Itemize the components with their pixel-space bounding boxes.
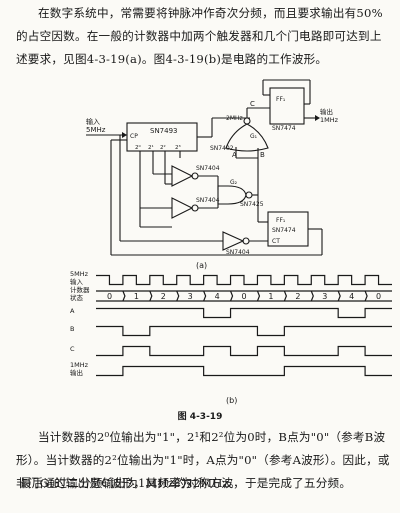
wave-row-label: 1MHz <box>70 361 89 369</box>
wave-row-label: 输入 <box>70 277 84 286</box>
bit-label-1: 2¹ <box>148 144 154 151</box>
caption-a: (a) <box>196 261 207 270</box>
wave-row-label: A <box>70 307 75 315</box>
output-label-2: 1MHz <box>320 116 339 124</box>
wave-counter-edge <box>176 290 180 302</box>
wave-row-label: B <box>70 325 74 333</box>
inverter-2-label: SN7404 <box>196 197 220 204</box>
gate-g1-chip: SN7402 <box>210 145 234 152</box>
wave-counter-edge <box>310 290 314 302</box>
wave-counter-edge <box>256 290 261 302</box>
bit-label-0: 2⁰ <box>135 144 141 151</box>
wave-counter-edge <box>337 290 341 302</box>
bit-label-2: 2² <box>160 144 166 151</box>
wave-row-label: 输出 <box>70 368 83 377</box>
input-label-1: 输入 <box>86 117 100 126</box>
cp-pin: CP <box>130 133 138 140</box>
wave-counter-edge <box>283 290 288 302</box>
figure-caption: 图 4-3-19 <box>177 412 223 422</box>
wave-row-label: 5MHz <box>70 270 89 278</box>
circuit-diagram <box>86 79 323 256</box>
bit-label-3: 2³ <box>175 144 181 151</box>
counter-state: 4 <box>215 292 220 301</box>
wave-counter-edge <box>122 290 126 302</box>
caption-b: (b) <box>226 396 237 405</box>
ff-top-label: FF₁ <box>276 96 286 103</box>
counter-state: 3 <box>188 292 193 301</box>
ff-bottom-label: FF₁ <box>276 217 286 224</box>
counter-state: 3 <box>322 292 327 301</box>
point-b: B <box>260 151 265 159</box>
wave-row-label: 计数器 <box>70 285 90 294</box>
counter-state: 0 <box>376 292 381 301</box>
gate-g1-label: G₁ <box>250 133 258 140</box>
conclusion-paragraph: 最后通过二分频输出为1MHz的对称方波，于是完成了五分频。 <box>20 476 352 490</box>
counter-state: 1 <box>268 292 273 301</box>
point-c: C <box>250 100 255 108</box>
wave-a <box>96 307 392 319</box>
ff-ct: CT <box>272 238 280 245</box>
counter-state: 2 <box>161 292 166 301</box>
inverter-2 <box>171 197 194 219</box>
wave-counter-bounds <box>96 290 392 302</box>
inverter-1-label: SN7404 <box>196 165 220 172</box>
wave-counter-edge <box>364 290 368 302</box>
wave-counter-edge <box>149 290 153 302</box>
wave-output <box>96 365 392 377</box>
gate-g1 <box>225 123 269 152</box>
counter-chip-label: SN7493 <box>150 127 178 135</box>
wave-row-label: 状态 <box>70 293 84 302</box>
counter-state: 0 <box>107 292 112 301</box>
intro-paragraph: 在数字系统中，常需要将钟脉冲作奇次分频，而且要求输出有50%的占空因数。在一般的… <box>16 6 383 66</box>
wave-counter-edge <box>203 290 207 302</box>
wave-row-label: C <box>70 345 75 353</box>
inverter-1 <box>171 165 194 187</box>
wave-b <box>96 325 392 337</box>
counter-state: 2 <box>295 292 300 301</box>
ff-bottom-chip: SN7474 <box>272 227 296 234</box>
input-label-2: 5MHz <box>86 126 106 134</box>
ff-top-chip: SN7474 <box>272 125 296 132</box>
ff-top <box>269 87 305 125</box>
analysis-paragraph: 当计数器的2⁰位输出为"1"，2¹和2²位为0时，B点为"0"（参考B波形）。当… <box>16 430 390 490</box>
freq-label: 2MHz <box>226 115 243 122</box>
wave-clock <box>96 274 392 286</box>
counter-state: 4 <box>349 292 354 301</box>
gate-g2-label: G₂ <box>230 179 238 186</box>
output-label-1: 输出 <box>320 107 333 116</box>
wave-counter-edge <box>229 290 234 302</box>
inverter-3-label: SN7404 <box>226 249 250 256</box>
counter-state: 0 <box>242 292 247 301</box>
point-a: A <box>232 151 237 159</box>
gate-g2-chip: SN7425 <box>240 201 264 208</box>
counter-state: 1 <box>134 292 139 301</box>
inverter-3 <box>222 231 245 251</box>
wave-c <box>96 345 392 357</box>
